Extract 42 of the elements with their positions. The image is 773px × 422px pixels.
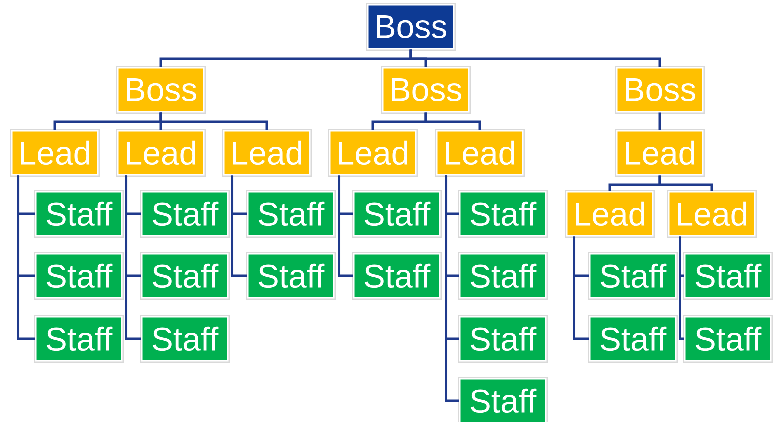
lead-box: Lead <box>222 130 312 178</box>
connector-line <box>410 50 662 68</box>
staff-box: Staff <box>34 315 124 364</box>
lead-box: Lead <box>566 190 656 238</box>
boss-box: Boss <box>366 4 456 52</box>
connector-line <box>231 176 248 278</box>
lead-box: Lead <box>328 130 418 178</box>
connector-line <box>679 236 684 340</box>
staff-box: Staff <box>246 190 336 238</box>
connector-line <box>125 176 142 340</box>
connector-line <box>160 112 268 130</box>
staff-box: Staff <box>458 252 548 300</box>
connector-line <box>445 176 460 402</box>
connector-line <box>658 176 714 192</box>
lead-box: Lead <box>116 130 206 178</box>
boss-box: Boss <box>116 66 206 114</box>
staff-box: Staff <box>34 252 124 300</box>
lead-box: Lead <box>436 130 526 178</box>
connector-line <box>573 236 590 340</box>
staff-box: Staff <box>458 315 548 364</box>
lead-box: Lead <box>10 130 100 178</box>
staff-box: Staff <box>352 190 442 238</box>
staff-box: Staff <box>34 190 124 238</box>
staff-box: Staff <box>140 190 230 238</box>
staff-box: Staff <box>246 252 336 300</box>
connector-line <box>17 176 36 340</box>
boss-box: Boss <box>616 66 706 114</box>
staff-box: Staff <box>140 315 230 364</box>
staff-box: Staff <box>684 252 773 300</box>
lead-box: Lead <box>616 130 706 178</box>
boss-box: Boss <box>382 66 472 114</box>
staff-box: Staff <box>458 377 548 422</box>
staff-box: Staff <box>588 315 678 364</box>
staff-box: Staff <box>588 252 678 300</box>
staff-box: Staff <box>458 190 548 238</box>
lead-box: Lead <box>668 190 758 238</box>
connector-line <box>658 112 662 130</box>
staff-box: Staff <box>352 252 442 300</box>
staff-box: Staff <box>684 315 773 364</box>
connector-line <box>338 176 354 278</box>
connector-line <box>424 112 482 130</box>
staff-box: Staff <box>140 252 230 300</box>
